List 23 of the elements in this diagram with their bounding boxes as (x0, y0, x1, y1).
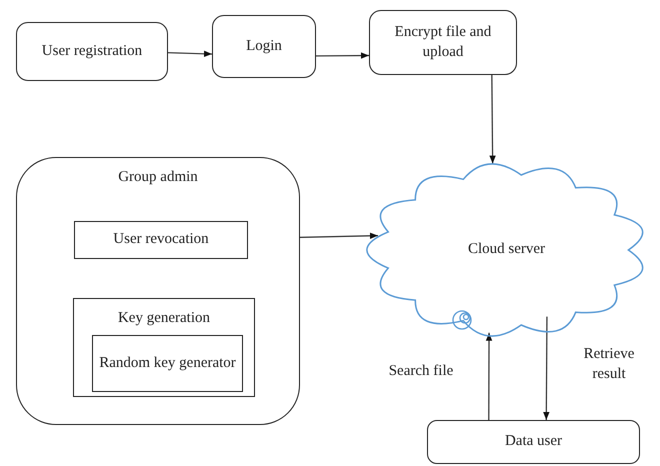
node-label: Cloud server (468, 240, 546, 260)
arrow (489, 75, 496, 164)
arrow (543, 316, 550, 420)
group-heading: Key generation (118, 309, 210, 328)
node-label: User revocation (113, 230, 209, 250)
process-box (427, 420, 640, 464)
process-box (212, 15, 316, 78)
group-box (16, 157, 300, 425)
process-box (74, 221, 248, 259)
node-label: Encrypt file and upload (394, 23, 492, 62)
arrow (316, 52, 369, 59)
group-heading: Group admin (118, 168, 198, 187)
node-label: Data user (504, 432, 562, 452)
arrow (300, 232, 378, 239)
process-box (16, 22, 168, 81)
arrow (168, 50, 212, 57)
group-box (73, 298, 255, 397)
process-box (92, 335, 243, 392)
node-label: User registration (42, 42, 142, 61)
arrow (486, 332, 492, 420)
node-label: Login (246, 36, 282, 56)
process-box (369, 10, 517, 75)
node-label: Random key generator (99, 354, 236, 373)
